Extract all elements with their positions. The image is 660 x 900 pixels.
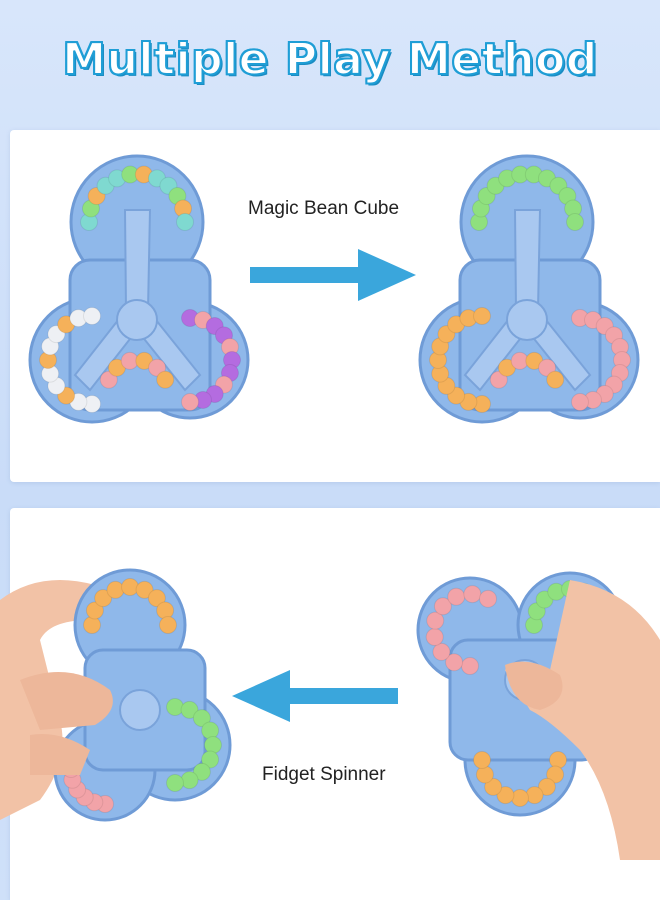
bead [566,213,584,231]
bead [525,786,544,805]
bead [83,307,101,325]
bead [479,589,497,608]
bead [496,786,515,805]
bead [180,700,199,719]
toy-solved-image [418,154,640,424]
arrow-left-icon [232,670,398,722]
bead [176,213,194,231]
page-title: Multiple Play Method [61,33,598,86]
bead [549,751,567,769]
bead [156,370,175,389]
bead [571,393,589,411]
bead [147,589,166,608]
bead [83,616,101,634]
bead [99,370,118,389]
bead [445,653,464,672]
bead [192,762,211,781]
fidget-spinner-caption: Fidget Spinner [262,764,386,785]
bead [433,597,452,616]
bead [192,709,211,728]
bead [201,750,220,769]
bead [166,774,184,792]
bead [201,721,220,740]
bead-set [429,165,631,413]
bead [156,601,175,620]
bead [180,771,199,790]
hand-holding-spinner-image [0,568,232,822]
hand-spinning-toy-image [416,571,660,860]
bead [425,628,444,647]
bead [447,587,466,606]
bead [135,580,154,599]
bead [489,370,508,389]
bead [463,585,482,604]
bead [426,611,445,630]
bead [181,393,199,411]
bead [106,580,125,599]
bead [148,358,167,377]
bead [473,751,491,769]
bead [473,307,491,325]
bead [546,370,565,389]
bead [85,601,104,620]
arrow-right-icon [250,249,416,301]
magic-bean-cube-caption: Magic Bean Cube [248,198,400,219]
toy-scrambled-image [28,154,250,424]
bead [432,642,451,661]
bead [204,736,222,754]
bead [94,589,113,608]
bead [537,777,556,796]
bead-set [39,165,241,413]
bead [121,578,139,596]
bead [166,698,184,716]
bead [538,358,557,377]
bead [511,789,529,807]
bead [159,616,177,634]
bead [546,765,565,784]
bead [475,765,494,784]
bead [484,777,503,796]
bead [461,657,479,675]
